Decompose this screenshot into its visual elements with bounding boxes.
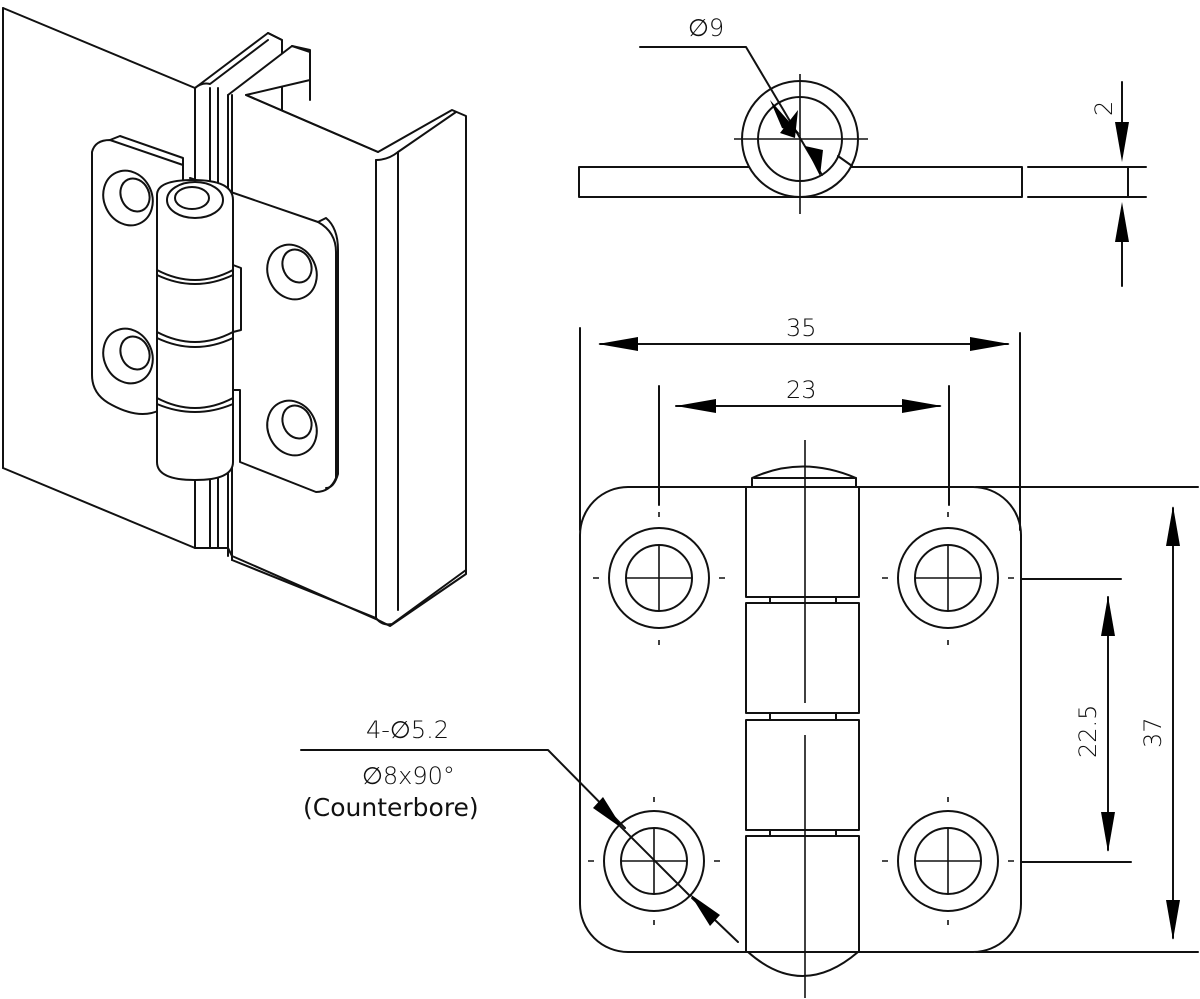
leaf-thickness-label: 2 — [1090, 101, 1118, 116]
isometric-view — [2, 7, 467, 627]
hole-spacing-vertical-label: 22.5 — [1074, 705, 1102, 758]
hole-callout-counterbore-size: ∅8x90° — [362, 762, 455, 790]
top-view: ∅9 2 — [578, 14, 1147, 287]
hole-callout-count-label: 4-∅5.2 — [366, 716, 449, 744]
hole-callout-counterbore-note: (Counterbore) — [303, 793, 479, 822]
overall-height-label: 37 — [1139, 717, 1167, 748]
hole-spacing-horizontal-label: 23 — [786, 376, 817, 404]
thickness-extension-lines — [1027, 166, 1147, 198]
pin-cap-top — [751, 465, 857, 488]
mounting-hole-top-right — [882, 512, 1014, 645]
hinge-front-leaf — [189, 177, 339, 493]
front-view: 35 23 37 22.5 4-∅5.2 ∅8x90° (Counterbore… — [300, 314, 1199, 998]
knuckle-segments — [745, 486, 860, 953]
mounting-hole-bottom-right — [882, 797, 1014, 925]
pin-diameter-label: ∅9 — [688, 14, 724, 42]
hinge-knuckle-barrel — [156, 179, 234, 481]
pin-cap-bottom — [747, 951, 859, 977]
overall-width-label: 35 — [786, 314, 817, 342]
mounting-hole-top-left — [593, 512, 725, 645]
